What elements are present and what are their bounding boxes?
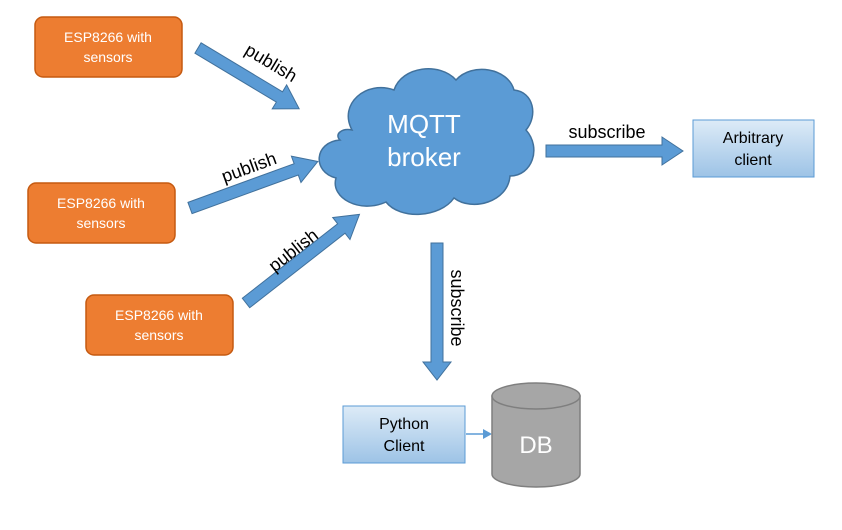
subscribe-label-down: subscribe	[447, 269, 467, 346]
python-client-line1: Python	[379, 416, 429, 433]
sensor-node-1: ESP8266 with sensors	[34, 16, 183, 78]
sensor-node-2-line1: ESP8266 with	[57, 195, 145, 211]
database-label: DB	[519, 432, 552, 459]
sensor-node-1-line2: sensors	[83, 49, 132, 65]
sensor-node-1-line1: ESP8266 with	[64, 29, 152, 45]
sensor-node-2: ESP8266 with sensors	[27, 182, 176, 244]
publish-arrow-2	[187, 155, 319, 215]
database-cylinder: DB	[491, 382, 581, 488]
broker-label-line2: broker	[387, 142, 461, 172]
arbitrary-client-line1: Arbitrary	[723, 130, 783, 147]
broker-label-line1: MQTT	[387, 109, 461, 139]
python-client-line2: Client	[384, 438, 425, 455]
mqtt-broker-cloud: MQTT broker	[318, 68, 535, 215]
sensor-node-3-line2: sensors	[134, 327, 183, 343]
publish-arrow-1	[194, 42, 300, 110]
arbitrary-client-box: Arbitrary client	[692, 119, 815, 178]
sensor-node-3-line1: ESP8266 with	[115, 307, 203, 323]
arbitrary-client-line2: client	[734, 152, 772, 169]
subscribe-label-right: subscribe	[568, 122, 645, 142]
subscribe-arrow-down	[421, 242, 453, 381]
python-to-db-arrow	[466, 429, 492, 439]
sensor-node-2-line2: sensors	[76, 215, 125, 231]
publish-arrow-3	[241, 213, 361, 309]
sensor-node-3: ESP8266 with sensors	[85, 294, 234, 356]
subscribe-arrow-right	[545, 136, 684, 166]
python-client-box: Python Client	[342, 405, 466, 464]
